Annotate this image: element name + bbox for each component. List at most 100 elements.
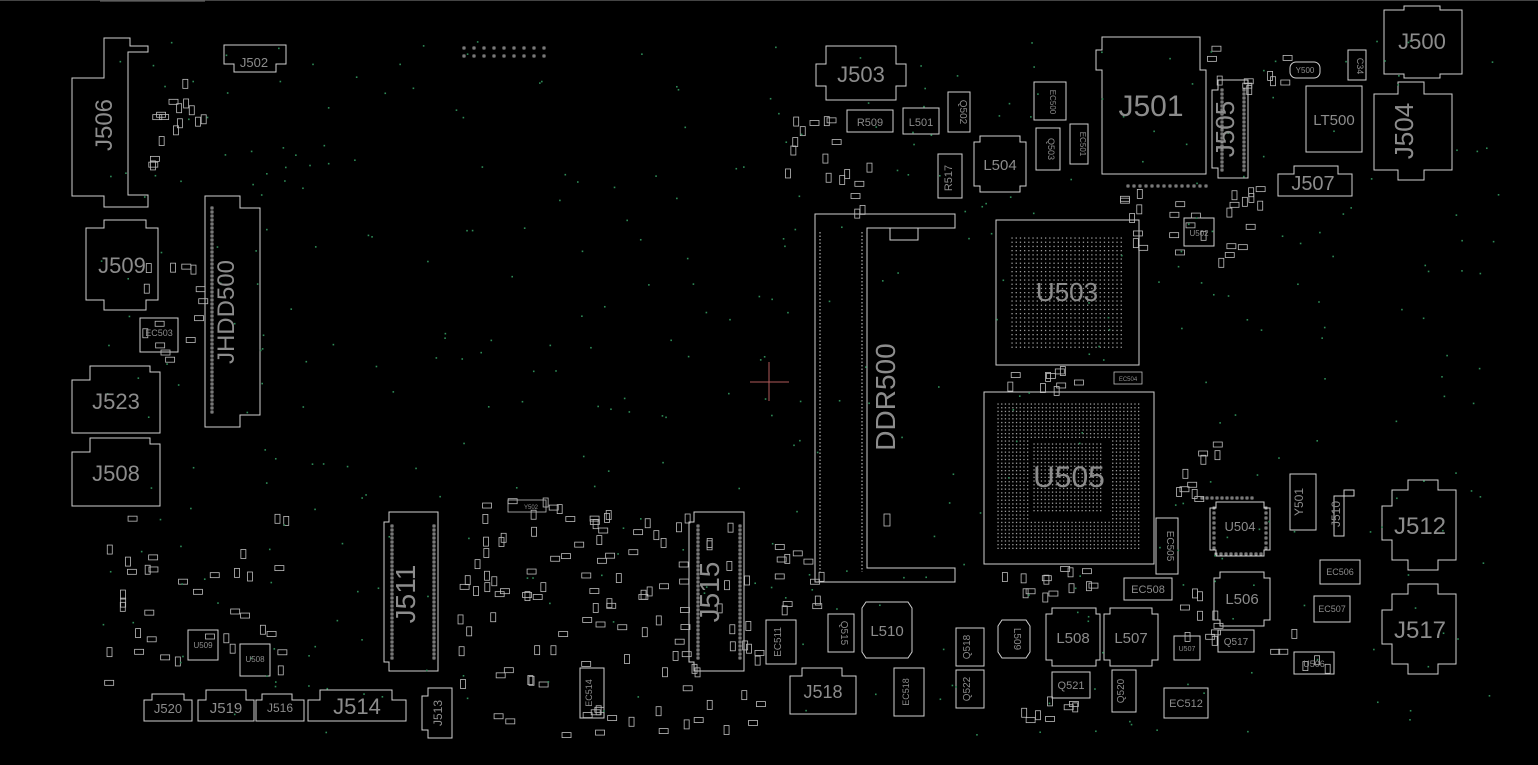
label-u507: U507 xyxy=(1179,646,1196,653)
label-q503: Q503 xyxy=(1046,138,1056,160)
label-j502: J502 xyxy=(240,55,268,70)
label-r509: R509 xyxy=(857,117,883,129)
label-l504: L504 xyxy=(983,157,1016,174)
crosshair-cursor xyxy=(750,362,789,401)
label-j520: J520 xyxy=(154,701,182,716)
l508-outline xyxy=(1045,607,1101,667)
label-u503: U503 xyxy=(1036,277,1098,307)
label-j516: J516 xyxy=(267,701,293,715)
j504-outline xyxy=(1373,81,1453,181)
label-ec514: EC514 xyxy=(584,679,594,707)
label-ec503: EC503 xyxy=(145,328,173,338)
label-j506: J506 xyxy=(91,99,118,151)
label-j508: J508 xyxy=(92,461,140,486)
vias xyxy=(100,40,1500,736)
connector-pins xyxy=(210,46,1268,660)
u503-ball-field xyxy=(1011,237,1122,348)
l504-outline xyxy=(973,135,1027,193)
j511-outline xyxy=(383,511,439,672)
passive-components xyxy=(104,45,1331,738)
label-ec500: EC500 xyxy=(1048,90,1057,115)
label-u509: U509 xyxy=(193,641,213,650)
label-r517: R517 xyxy=(943,165,955,191)
label-u505: U505 xyxy=(1033,461,1105,494)
label-y502: Y502 xyxy=(524,505,539,511)
label-j501: J501 xyxy=(1118,90,1183,123)
label-q522: Q522 xyxy=(962,676,973,701)
label-j514: J514 xyxy=(333,694,381,719)
label-j511: J511 xyxy=(390,565,421,624)
j518-outline xyxy=(789,667,857,715)
label-q520: Q520 xyxy=(1116,678,1127,703)
u504-outline xyxy=(1209,501,1271,557)
j520-outline xyxy=(143,693,193,722)
l507-outline xyxy=(1103,607,1159,667)
label-ec505: EC505 xyxy=(1164,531,1175,562)
j513-outline xyxy=(421,687,453,739)
label-ec504: EC504 xyxy=(1119,377,1138,383)
label-u508: U508 xyxy=(245,655,265,664)
label-j510: J510 xyxy=(1329,501,1343,527)
j508-outline xyxy=(71,437,161,507)
label-u506: U506 xyxy=(1303,659,1325,669)
j510-outline xyxy=(1333,489,1355,537)
l510-outline xyxy=(861,601,913,659)
j515-outline xyxy=(688,511,745,672)
j507-outline xyxy=(1277,165,1353,197)
label-q521: Q521 xyxy=(1058,680,1085,692)
label-j515: J515 xyxy=(694,562,725,623)
label-j505: J505 xyxy=(1210,101,1240,157)
j512-outline xyxy=(1381,479,1457,571)
label-j503: J503 xyxy=(837,62,885,87)
label-j517: J517 xyxy=(1394,617,1446,644)
label-j519: J519 xyxy=(210,700,243,717)
label-j507: J507 xyxy=(1291,173,1334,195)
j500-outline xyxy=(1383,5,1463,79)
label-ec512: EC512 xyxy=(1169,698,1203,710)
jhdd500-outline xyxy=(204,195,261,428)
label-j513: J513 xyxy=(431,700,445,726)
label-l501: L501 xyxy=(909,117,933,129)
ddr500-latch xyxy=(889,227,919,241)
j506-outline xyxy=(71,37,149,208)
j501-outline xyxy=(1095,36,1207,175)
j514-outline xyxy=(307,689,407,722)
label-j512: J512 xyxy=(1394,513,1446,540)
l506-outline xyxy=(1213,571,1271,627)
label-l508: L508 xyxy=(1056,630,1089,647)
label-q518: Q518 xyxy=(962,634,973,659)
ddr500-outline xyxy=(814,213,956,583)
label-j509: J509 xyxy=(98,253,146,278)
j509-outline xyxy=(85,219,159,311)
label-j518: J518 xyxy=(803,682,842,702)
label-ec501: EC501 xyxy=(1078,132,1087,157)
label-q515: Q515 xyxy=(838,621,849,646)
label-l510: L510 xyxy=(870,623,903,640)
label-y501: Y501 xyxy=(1292,488,1306,516)
label-j504: J504 xyxy=(1389,103,1419,159)
j502-outline xyxy=(223,44,287,73)
label-ddr500: DDR500 xyxy=(870,343,901,450)
j519-outline xyxy=(197,689,255,722)
l509-outline xyxy=(997,619,1031,659)
label-c34: C34 xyxy=(1355,58,1365,75)
label-j500: J500 xyxy=(1398,29,1446,54)
label-q517: Q517 xyxy=(1224,637,1249,648)
label-y500: Y500 xyxy=(1296,66,1315,75)
label-u504: U504 xyxy=(1224,519,1255,534)
label-ec518: EC518 xyxy=(901,678,911,706)
label-u502: U502 xyxy=(1189,229,1209,238)
label-l507: L507 xyxy=(1114,630,1147,647)
label-j523: J523 xyxy=(92,389,140,414)
label-jhdd500: JHDD500 xyxy=(213,260,240,364)
u505-outline xyxy=(983,391,1155,565)
label-ec506: EC506 xyxy=(1326,567,1354,577)
j503-outline xyxy=(815,45,907,101)
label-ec507: EC507 xyxy=(1318,604,1346,614)
label-q502: Q502 xyxy=(957,100,968,125)
u505-ball-field xyxy=(997,403,1140,549)
label-ec509: EC508 xyxy=(1131,584,1165,596)
u503-outline xyxy=(995,219,1140,366)
j516-outline xyxy=(255,693,305,722)
